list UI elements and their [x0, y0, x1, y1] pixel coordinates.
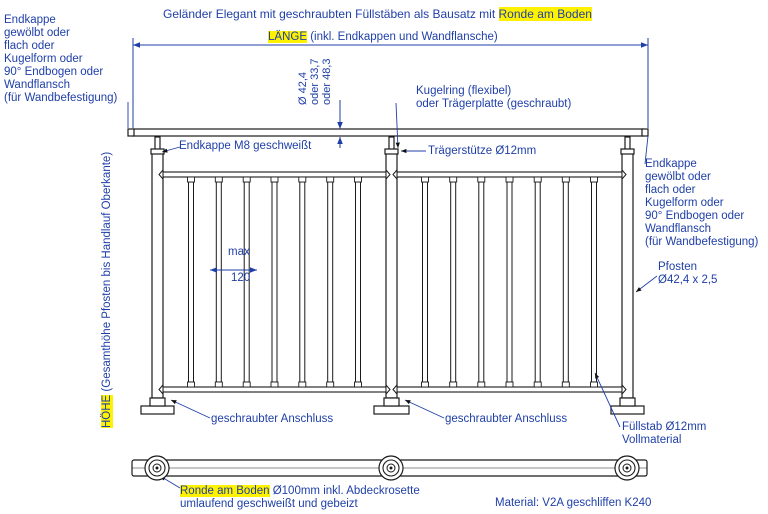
- infill-bar-cap-top: [354, 176, 362, 183]
- rail-connectors: [158, 168, 627, 396]
- ronde-highlight: Ronde am Boden: [180, 485, 270, 497]
- base-rondes: [144, 455, 640, 481]
- infill-bar-cap-bottom: [187, 381, 195, 388]
- infill-bar-cap-bottom: [561, 381, 570, 388]
- ronde-center: [389, 466, 393, 470]
- infill-bar-cap-top: [533, 176, 542, 183]
- height-rest: (Gesamthöhe Pfosten bis Handlauf Oberkan…: [101, 151, 113, 395]
- ronde-center: [625, 466, 629, 470]
- infill-bar-cap-bottom: [298, 381, 307, 388]
- infill-bar-cap-top: [590, 176, 598, 183]
- infill-bar-cap-bottom: [421, 381, 429, 388]
- infill-bar-cap-top: [505, 176, 514, 183]
- length-dimension: [132, 38, 649, 128]
- infill-bar: [534, 181, 541, 383]
- infill-bar: [271, 181, 278, 383]
- ronde-label: Ronde am Boden Ø100mm inkl. Abdeckrosett…: [180, 485, 420, 498]
- infill-bar-cap-top: [561, 176, 570, 183]
- infill-bars: [187, 176, 598, 388]
- infill-bar: [188, 181, 194, 383]
- title-prefix: Geländer Elegant mit geschraubten Füllst…: [163, 7, 499, 21]
- length-label: LÄNGE (inkl. Endkappen und Wandflansche): [268, 31, 498, 44]
- infill-bar-cap-top: [270, 176, 279, 183]
- infill-bar-cap-top: [242, 176, 251, 183]
- kugelring-label: Kugelring (flexibel) oder Trägerplatte (…: [416, 85, 572, 110]
- title-highlight: Ronde am Boden: [498, 7, 592, 21]
- endcap-right-label: Endkappe gewölbt oder flach oder Kugelfo…: [645, 158, 759, 248]
- ronde-center: [155, 466, 159, 470]
- anschluss-mid-label: geschraubter Anschluss: [445, 413, 568, 425]
- infill-bar: [591, 181, 597, 383]
- infill-bar-cap-top: [214, 176, 223, 183]
- length-highlight: LÄNGE: [268, 31, 307, 43]
- infill-bar: [450, 181, 457, 383]
- endcap-left-label: Endkappe gewölbt oder flach oder Kugelfo…: [4, 14, 118, 104]
- height-label: HÖHE (Gesamthöhe Pfosten bis Handlauf Ob…: [101, 152, 113, 428]
- infill-bar: [478, 181, 485, 383]
- ronde-line2: umlaufend geschweißt und gebeizt: [180, 498, 358, 510]
- handrail: [127, 128, 649, 137]
- diameter-line2: oder 33,7: [309, 58, 321, 105]
- infill-bar-cap-bottom: [449, 381, 458, 388]
- fuellstab-label: Füllstab Ø12mm Vollmaterial: [622, 421, 707, 446]
- infill-bar-cap-bottom: [326, 381, 335, 388]
- material-label: Material: V2A geschliffen K240: [495, 497, 652, 509]
- posts: [140, 136, 645, 415]
- infill-bar-cap-top: [421, 176, 429, 183]
- anschluss-left-label: geschraubter Anschluss: [211, 413, 334, 425]
- diameter-label: Ø 42,4 oder 33,7 oder 48,3: [297, 59, 333, 105]
- max-line1: max: [228, 246, 250, 258]
- infill-bar-cap-top: [449, 176, 458, 183]
- infill-bar-cap-bottom: [477, 381, 486, 388]
- infill-bar-cap-bottom: [214, 381, 223, 388]
- max-label: max: [228, 246, 250, 259]
- infill-bar: [355, 181, 361, 383]
- infill-bar-cap-top: [326, 176, 335, 183]
- infill-bar-cap-top: [298, 176, 307, 183]
- max-value: 120: [231, 272, 251, 284]
- infill-bar-cap-top: [187, 176, 195, 183]
- infill-bar: [562, 181, 569, 383]
- infill-bar-cap-bottom: [505, 381, 514, 388]
- height-highlight: HÖHE: [101, 394, 113, 428]
- pfosten-label: Pfosten Ø42,4 x 2,5: [658, 261, 718, 286]
- infill-bar-cap-bottom: [270, 381, 279, 388]
- infill-bar-cap-bottom: [354, 381, 362, 388]
- infill-bar: [506, 181, 513, 383]
- infill-bar-cap-bottom: [242, 381, 251, 388]
- infill-bar: [299, 181, 306, 383]
- length-rest: (inkl. Endkappen und Wandflansche): [307, 31, 498, 43]
- infill-bar-cap-bottom: [590, 381, 598, 388]
- diameter-line3: oder 48,3: [321, 58, 333, 105]
- drawing-title: Geländer Elegant mit geschraubten Füllst…: [163, 7, 592, 21]
- infill-bar: [327, 181, 334, 383]
- infill-bar: [215, 181, 222, 383]
- infill-bar: [422, 181, 428, 383]
- diameter-line1: Ø 42,4: [297, 71, 309, 105]
- endkappe-m8-label: Endkappe M8 geschweißt: [179, 140, 312, 152]
- infill-bar-cap-bottom: [533, 381, 542, 388]
- infill-bar-cap-top: [477, 176, 486, 183]
- traegerstuetze-label: Trägerstütze Ø12mm: [428, 145, 537, 157]
- ronde-rest: Ø100mm inkl. Abdeckrosette: [269, 485, 420, 497]
